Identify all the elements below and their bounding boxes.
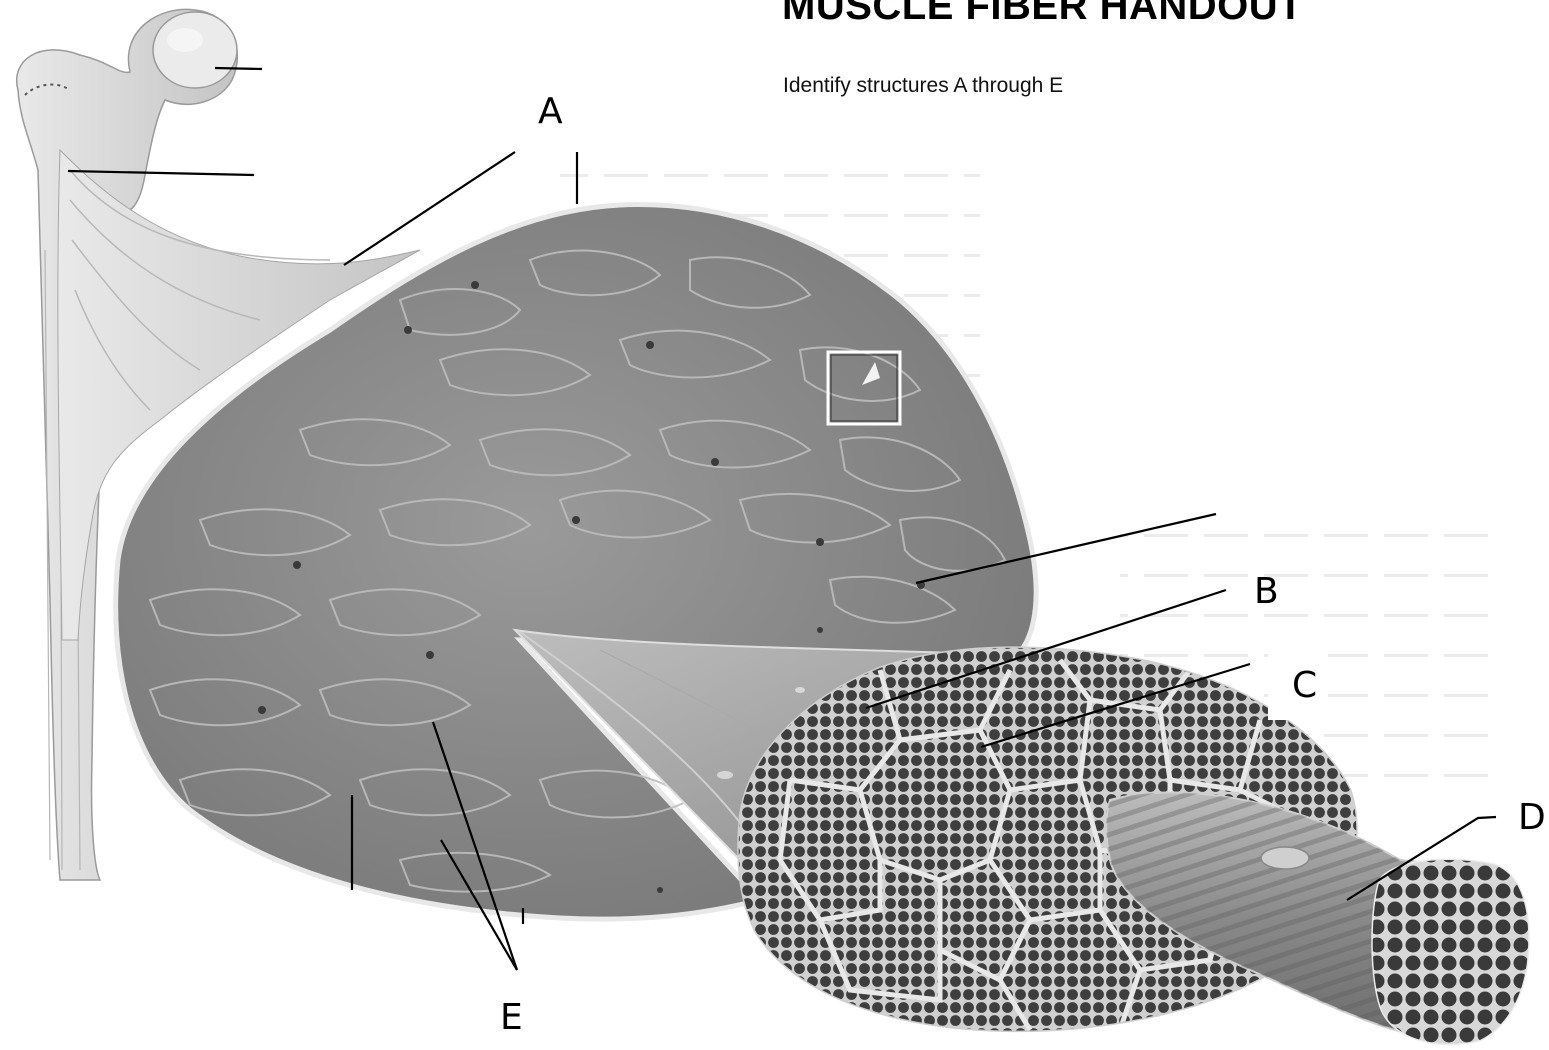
label-a: A [538,94,563,130]
label-d: D [1518,800,1546,836]
label-c: C [1292,668,1317,704]
label-b: B [1254,574,1279,610]
handout-instructions: Identify structures A through E [783,74,1063,98]
leader-line-head [215,68,262,69]
label-e: E [500,1000,523,1036]
handout-title: MUSCLE FIBER HANDOUT [782,0,1303,26]
